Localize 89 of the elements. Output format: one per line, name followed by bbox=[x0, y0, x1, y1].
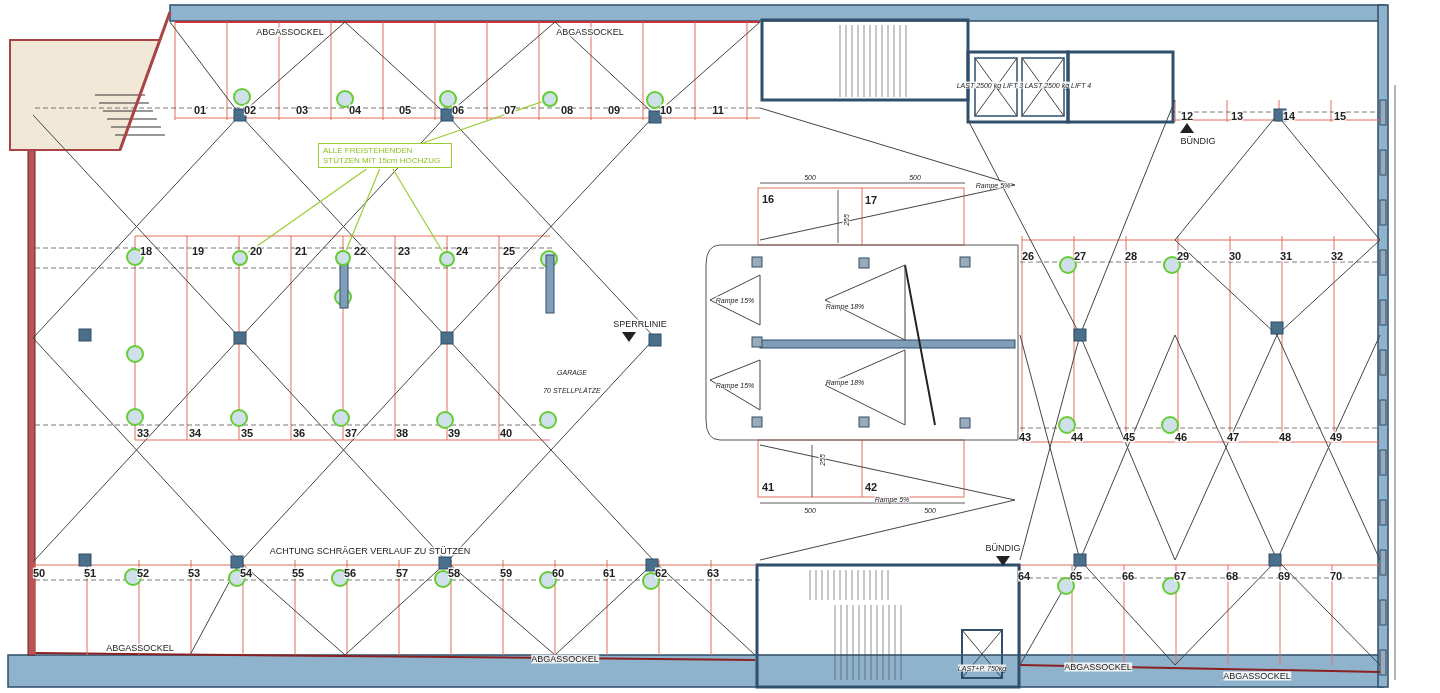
parking-number: 36 bbox=[292, 427, 306, 439]
parking-number: 07 bbox=[503, 104, 517, 116]
parking-number: 42 bbox=[864, 481, 878, 493]
parking-number: 43 bbox=[1018, 431, 1032, 443]
parking-number: 17 bbox=[864, 194, 878, 206]
parking-number: 69 bbox=[1277, 570, 1291, 582]
wall-label: ABGASSOCKEL bbox=[556, 27, 624, 37]
parking-number: 06 bbox=[451, 104, 465, 116]
leader-line bbox=[247, 168, 368, 253]
parking-number: 08 bbox=[560, 104, 574, 116]
parking-number: 27 bbox=[1073, 250, 1087, 262]
parking-number: 09 bbox=[607, 104, 621, 116]
parking-number: 16 bbox=[761, 193, 775, 205]
parking-number: 46 bbox=[1174, 431, 1188, 443]
parking-number: 70 bbox=[1329, 570, 1343, 582]
parking-number: 54 bbox=[239, 567, 253, 579]
leader-line bbox=[392, 168, 443, 252]
parking-number: 04 bbox=[348, 104, 362, 116]
parking-number: 40 bbox=[499, 427, 513, 439]
parking-number: 67 bbox=[1173, 570, 1187, 582]
parking-number: 14 bbox=[1282, 110, 1296, 122]
parking-number: 55 bbox=[291, 567, 305, 579]
leader-line bbox=[422, 101, 543, 144]
parking-number: 44 bbox=[1070, 431, 1084, 443]
parking-number: 65 bbox=[1069, 570, 1083, 582]
parking-number: 02 bbox=[243, 104, 257, 116]
parking-number: 13 bbox=[1230, 110, 1244, 122]
parking-number: 38 bbox=[395, 427, 409, 439]
column-marker bbox=[542, 91, 558, 107]
parking-number: 60 bbox=[551, 567, 565, 579]
parking-number: 10 bbox=[659, 104, 673, 116]
leader-line bbox=[345, 168, 381, 251]
column-marker bbox=[335, 250, 351, 266]
parking-number: 29 bbox=[1176, 250, 1190, 262]
parking-number: 30 bbox=[1228, 250, 1242, 262]
parking-number: 21 bbox=[294, 245, 308, 257]
parking-number: 57 bbox=[395, 567, 409, 579]
wall-label: ABGASSOCKEL bbox=[531, 654, 599, 664]
parking-number: 62 bbox=[654, 567, 668, 579]
marker-label: BÜNDIG bbox=[985, 543, 1021, 553]
marker-label: SPERRLINIE bbox=[613, 319, 667, 329]
parking-number: 12 bbox=[1180, 110, 1194, 122]
parking-number: 34 bbox=[188, 427, 202, 439]
parking-number: 22 bbox=[353, 245, 367, 257]
parking-number: 41 bbox=[761, 481, 775, 493]
parking-number: 18 bbox=[139, 245, 153, 257]
parking-number: 19 bbox=[191, 245, 205, 257]
parking-number: 56 bbox=[343, 567, 357, 579]
column-marker bbox=[232, 250, 248, 266]
warning-label: ACHTUNG SCHRÄGER VERLAUF ZU STÜTZEN bbox=[269, 546, 471, 556]
parking-number: 47 bbox=[1226, 431, 1240, 443]
parking-number: 23 bbox=[397, 245, 411, 257]
wall-label: ABGASSOCKEL bbox=[106, 643, 174, 653]
parking-number: 03 bbox=[295, 104, 309, 116]
parking-number: 51 bbox=[83, 567, 97, 579]
parking-number: 37 bbox=[344, 427, 358, 439]
parking-number: 52 bbox=[136, 567, 150, 579]
column-marker bbox=[439, 251, 455, 267]
parking-number: 25 bbox=[502, 245, 516, 257]
wall-label: ABGASSOCKEL bbox=[1064, 662, 1132, 672]
parking-number: 01 bbox=[193, 104, 207, 116]
parking-number: 48 bbox=[1278, 431, 1292, 443]
parking-number: 39 bbox=[447, 427, 461, 439]
marker-label: BÜNDIG bbox=[1180, 136, 1216, 146]
parking-number: 28 bbox=[1124, 250, 1138, 262]
parking-number: 63 bbox=[706, 567, 720, 579]
parking-number: 20 bbox=[249, 245, 263, 257]
parking-number: 59 bbox=[499, 567, 513, 579]
parking-number: 64 bbox=[1017, 570, 1031, 582]
parking-number: 50 bbox=[32, 567, 46, 579]
parking-number: 32 bbox=[1330, 250, 1344, 262]
parking-number: 53 bbox=[187, 567, 201, 579]
parking-number: 66 bbox=[1121, 570, 1135, 582]
parking-number: 45 bbox=[1122, 431, 1136, 443]
parking-number: 24 bbox=[455, 245, 469, 257]
parking-number: 68 bbox=[1225, 570, 1239, 582]
parking-number: 15 bbox=[1333, 110, 1347, 122]
note-box: ALLE FREISTEHENDEN STÜTZEN MIT 15cm HOCHZUG bbox=[318, 143, 452, 169]
parking-number: 26 bbox=[1021, 250, 1035, 262]
parking-number: 33 bbox=[136, 427, 150, 439]
parking-number: 05 bbox=[398, 104, 412, 116]
parking-number: 61 bbox=[602, 567, 616, 579]
parking-number: 49 bbox=[1329, 431, 1343, 443]
wall-label: ABGASSOCKEL bbox=[256, 27, 324, 37]
parking-number: 31 bbox=[1279, 250, 1293, 262]
wall-label: ABGASSOCKEL bbox=[1223, 671, 1291, 681]
parking-number: 58 bbox=[447, 567, 461, 579]
parking-number: 35 bbox=[240, 427, 254, 439]
parking-number: 11 bbox=[712, 104, 724, 116]
